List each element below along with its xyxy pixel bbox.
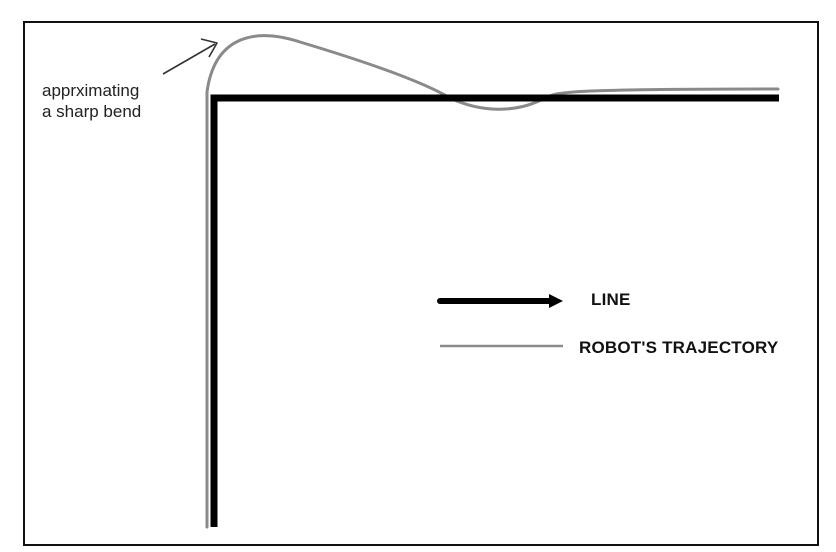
bend-annotation: apprximating a sharp bend (42, 80, 141, 122)
annotation-line-2: a sharp bend (42, 102, 142, 121)
robot-trajectory-path (205, 34, 780, 529)
line-path (210, 94, 779, 527)
annotation-arrow-icon (162, 38, 218, 75)
legend-line-label: LINE (591, 290, 631, 309)
diagram-frame (23, 21, 819, 546)
legend-trajectory-label: ROBOT'S TRAJECTORY (579, 338, 779, 357)
annotation-line-1: apprximating (42, 81, 140, 100)
legend-line-sample (437, 294, 563, 308)
